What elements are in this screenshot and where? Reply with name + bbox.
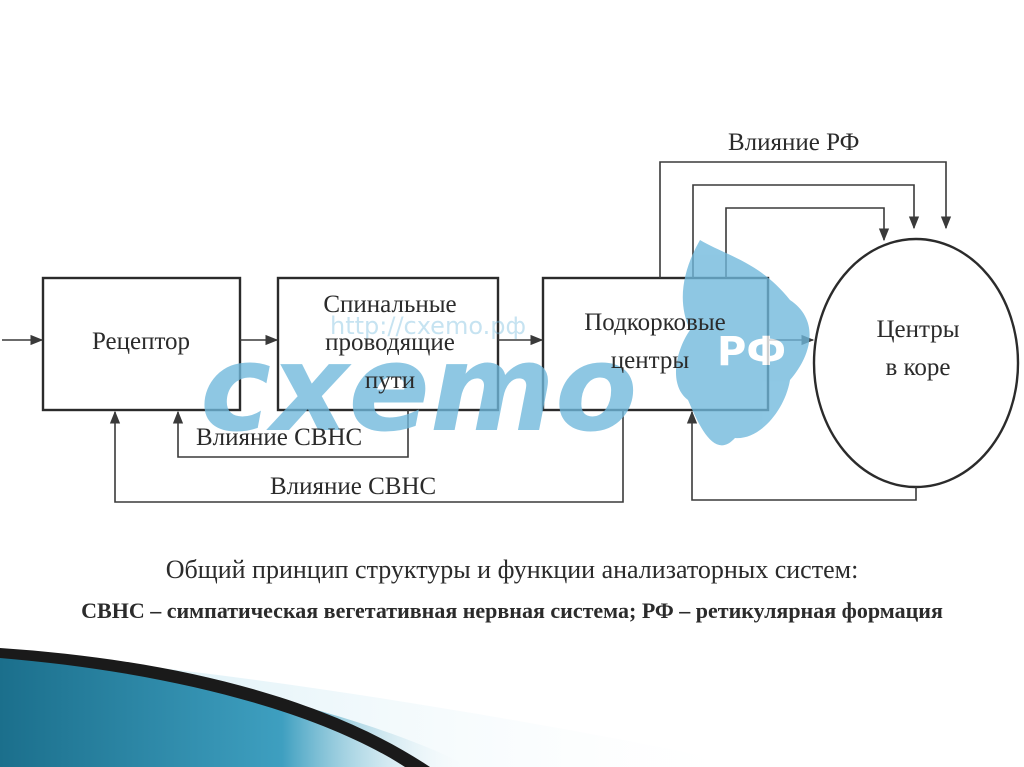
caption-line2: СВНС – симпатическая вегетативная нервна… [81,598,943,623]
spinal-label-line2: проводящие [325,329,455,356]
cortex-label-line1: Центры [876,316,959,343]
decor-swoosh [0,648,760,767]
caption-line1: Общий принцип структуры и функции анализ… [166,555,859,584]
cortex-label-line2: в коре [885,354,950,381]
svns-influence-inner-label: Влияние СВНС [196,424,362,451]
subcortical-label-line2: центры [611,347,690,374]
spinal-label-line3: пути [365,367,415,394]
watermark-logo-badge: РФ [717,329,786,375]
subcortical-label-line1: Подкорковые [584,309,726,336]
spinal-label-line1: Спинальные [323,291,456,318]
receptor-label: Рецептор [92,328,190,355]
svns-influence-outer-label: Влияние СВНС [270,473,436,500]
rf-influence-label: Влияние РФ [728,129,859,156]
